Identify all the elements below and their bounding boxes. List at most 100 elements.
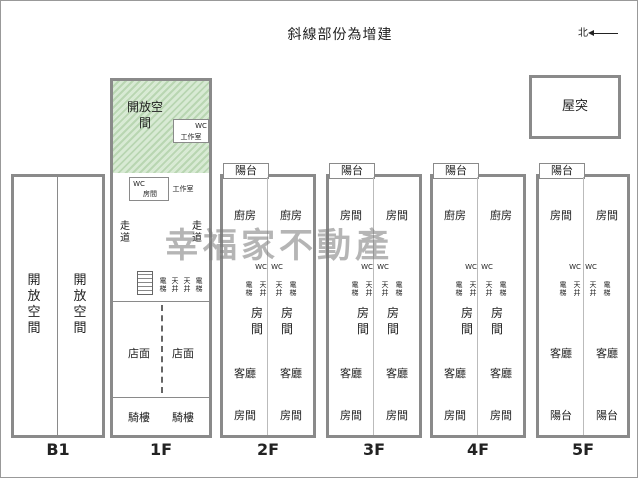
north-arrow-icon xyxy=(588,29,618,36)
1f-shaft-a: 天井 xyxy=(171,277,179,293)
floor-b1-plan: 開放空間 開放空間 xyxy=(11,174,105,438)
5f-balcony-bottom-left: 陽台 xyxy=(550,409,572,422)
floor-1f-plan: 開放空間 WC 工作室 WC 房間 工作室 走道 走道 電梯 天井 天井 電梯 … xyxy=(110,78,212,438)
1f-shop-right: 店面 xyxy=(172,347,194,360)
5f-wc-left: WC xyxy=(569,263,581,271)
b1-open-space-right: 開放空間 xyxy=(73,273,87,336)
3f-living-right: 客廳 xyxy=(386,367,408,380)
2f-room-mid-right: 房間 xyxy=(280,306,293,336)
3f-room-mid-right: 房間 xyxy=(386,306,399,336)
5f-balcony-top-box: 陽台 xyxy=(539,163,585,179)
1f-room-box: WC 房間 xyxy=(129,177,169,201)
1f-arcade-right: 騎樓 xyxy=(172,411,194,424)
1f-elevator-a: 電梯 xyxy=(159,277,167,293)
4f-living-right: 客廳 xyxy=(490,367,512,380)
2f-room-bottom-right: 房間 xyxy=(280,409,302,422)
2f-wc-left: WC xyxy=(255,263,267,271)
north-label: 北 xyxy=(578,28,588,39)
4f-room-bottom-left: 房間 xyxy=(444,409,466,422)
1f-divider-arcade xyxy=(113,397,209,398)
1f-open-space: 開放空間 xyxy=(127,100,164,130)
1f-wc-small: WC xyxy=(195,122,207,130)
3f-balcony-box: 陽台 xyxy=(329,163,375,179)
5f-shaft-b: 天井 xyxy=(589,281,597,297)
4f-living-left: 客廳 xyxy=(444,367,466,380)
watermark: 幸福家不動產 xyxy=(165,226,393,266)
1f-stairs xyxy=(137,271,153,295)
3f-elevator-a: 電梯 xyxy=(351,281,359,297)
1f-wc-label: WC xyxy=(133,180,145,188)
3f-room-bottom-left: 房間 xyxy=(340,409,362,422)
floor-label-5f: 5F xyxy=(571,440,595,459)
2f-living-right: 客廳 xyxy=(280,367,302,380)
2f-balcony-box: 陽台 xyxy=(223,163,269,179)
2f-shaft-b: 天井 xyxy=(275,281,283,297)
5f-living-right: 客廳 xyxy=(596,347,618,360)
5f-room-top-left: 房間 xyxy=(550,209,572,222)
5f-center-wall xyxy=(583,177,584,435)
4f-balcony-label: 陽台 xyxy=(445,164,467,177)
5f-living-left: 客廳 xyxy=(550,347,572,360)
floor-label-4f: 4F xyxy=(466,440,490,459)
3f-room-top-left: 房間 xyxy=(340,209,362,222)
5f-elevator-b: 電梯 xyxy=(603,281,611,297)
floor-3f-plan: 陽台 房間 房間 WC WC 電梯 天井 天井 電梯 房間 房間 客廳 客廳 房… xyxy=(326,163,422,438)
1f-corridor-right: 走道 xyxy=(192,221,202,244)
4f-kitchen-right: 廚房 xyxy=(490,209,512,222)
4f-elevator-a: 電梯 xyxy=(455,281,463,297)
5f-balcony-bottom-right: 陽台 xyxy=(596,409,618,422)
2f-elevator-a: 電梯 xyxy=(245,281,253,297)
floor-4f-plan: 陽台 廚房 廚房 WC WC 電梯 天井 天井 電梯 房間 房間 客廳 客廳 房… xyxy=(430,163,526,438)
diagram-title: 斜線部份為增建 xyxy=(287,27,393,43)
1f-shaft-b: 天井 xyxy=(183,277,191,293)
2f-kitchen-left: 廚房 xyxy=(234,209,256,222)
3f-shaft-b: 天井 xyxy=(381,281,389,297)
4f-center-wall xyxy=(477,177,478,435)
roof-structure: 屋突 xyxy=(529,75,621,139)
2f-wc-right: WC xyxy=(271,263,283,271)
3f-balcony-label: 陽台 xyxy=(341,164,363,177)
1f-room-label: 房間 xyxy=(143,190,157,198)
north-indicator: 北 xyxy=(578,24,618,39)
3f-elevator-b: 電梯 xyxy=(395,281,403,297)
floor-label-b1: B1 xyxy=(46,440,70,459)
floor-2f-plan: 陽台 廚房 廚房 WC WC 電梯 天井 天井 電梯 房間 房間 客廳 客廳 房… xyxy=(220,163,316,438)
1f-workroom-box: WC 工作室 xyxy=(173,119,209,143)
4f-elevator-b: 電梯 xyxy=(499,281,507,297)
2f-shaft-a: 天井 xyxy=(259,281,267,297)
floor-label-3f: 3F xyxy=(362,440,386,459)
1f-workroom-label: 工作室 xyxy=(180,133,202,141)
floor-label-1f: 1F xyxy=(149,440,173,459)
5f-balcony-top-label: 陽台 xyxy=(551,164,573,177)
2f-kitchen-right: 廚房 xyxy=(280,209,302,222)
4f-wc-left: WC xyxy=(465,263,477,271)
3f-living-left: 客廳 xyxy=(340,367,362,380)
roof-label: 屋突 xyxy=(561,99,588,114)
4f-balcony-box: 陽台 xyxy=(433,163,479,179)
3f-center-wall xyxy=(373,177,374,435)
2f-balcony-label: 陽台 xyxy=(235,164,257,177)
4f-wc-right: WC xyxy=(481,263,493,271)
2f-elevator-b: 電梯 xyxy=(289,281,297,297)
4f-room-mid-right: 房間 xyxy=(490,306,503,336)
1f-divider-shop xyxy=(113,301,209,302)
floor-5f-plan: 陽台 房間 房間 WC WC 電梯 天井 天井 電梯 客廳 客廳 陽台 陽台 xyxy=(536,163,630,438)
2f-room-bottom-left: 房間 xyxy=(234,409,256,422)
3f-room-mid-left: 房間 xyxy=(356,306,369,336)
3f-wc-left: WC xyxy=(361,263,373,271)
4f-shaft-b: 天井 xyxy=(485,281,493,297)
4f-room-mid-left: 房間 xyxy=(460,306,473,336)
2f-living-left: 客廳 xyxy=(234,367,256,380)
3f-shaft-a: 天井 xyxy=(365,281,373,297)
5f-wc-right: WC xyxy=(585,263,597,271)
1f-elevator-b: 電梯 xyxy=(195,277,203,293)
2f-center-wall xyxy=(267,177,268,435)
1f-shop-left: 店面 xyxy=(128,347,150,360)
1f-arcade-left: 騎樓 xyxy=(128,411,150,424)
floor-label-2f: 2F xyxy=(256,440,280,459)
4f-room-bottom-right: 房間 xyxy=(490,409,512,422)
1f-shop-dashed-line xyxy=(161,305,163,393)
1f-corridor-left: 走道 xyxy=(120,221,130,244)
3f-wc-right: WC xyxy=(377,263,389,271)
4f-kitchen-left: 廚房 xyxy=(444,209,466,222)
